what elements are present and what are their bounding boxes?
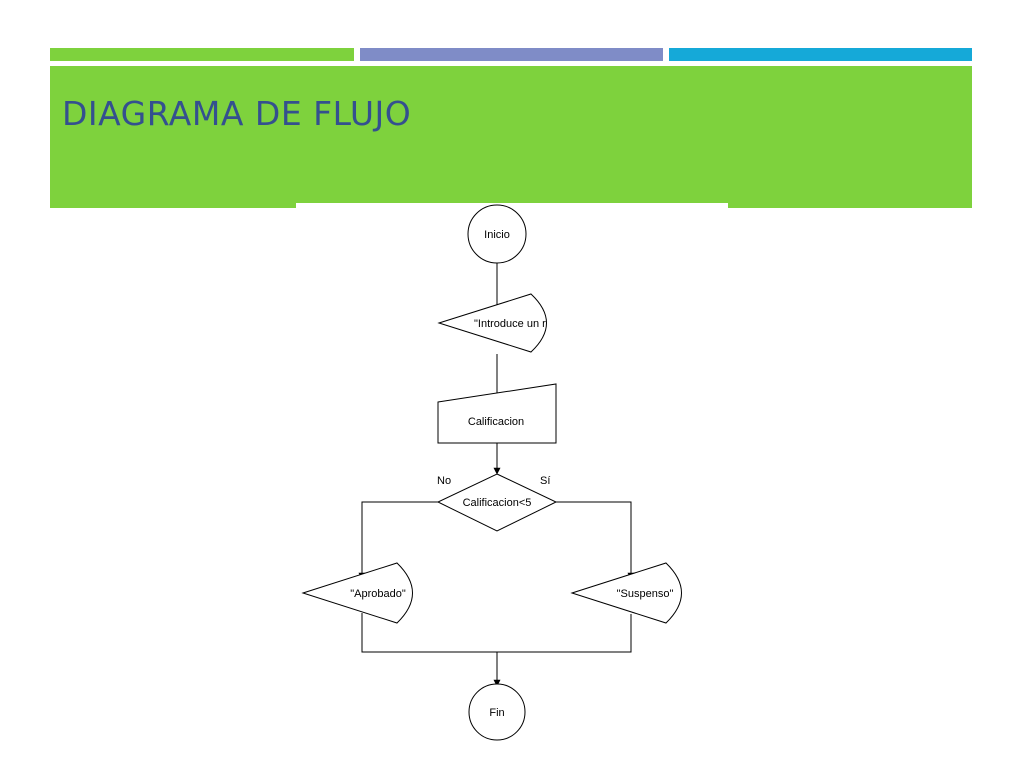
- diagram-panel: [296, 203, 728, 213]
- start-terminal: [467, 204, 527, 264]
- end-terminal: [468, 683, 526, 741]
- output-prompt-label: "Introduce un r: [474, 318, 546, 330]
- decision-diamond: [436, 473, 558, 532]
- connector-no-to-merge: [361, 613, 632, 653]
- start-label: Inicio: [484, 229, 510, 241]
- end-label: Fin: [489, 707, 504, 719]
- branch-yes-label: Sí: [540, 475, 550, 487]
- title-band: [50, 66, 972, 208]
- output-aprobado-shape: [301, 562, 413, 624]
- output-suspenso-shape: [570, 562, 682, 624]
- accent-bar-green: [50, 48, 354, 61]
- slide-title: DIAGRAMA DE FLUJO: [62, 94, 412, 133]
- accent-bar-blue: [669, 48, 972, 61]
- decision-label: Calificacion<5: [463, 497, 532, 509]
- output-suspenso-label: "Suspenso": [617, 588, 674, 600]
- connector-decision-no-branch: [358, 501, 438, 580]
- output-prompt-shape: [437, 293, 547, 353]
- connector-decision-yes-branch: [556, 501, 635, 580]
- branch-no-label: No: [437, 475, 451, 487]
- output-aprobado-label: "Aprobado": [350, 588, 406, 600]
- input-variable-shape: [437, 383, 557, 444]
- input-variable-label: Calificacion: [468, 416, 524, 428]
- accent-bar-purple: [360, 48, 663, 61]
